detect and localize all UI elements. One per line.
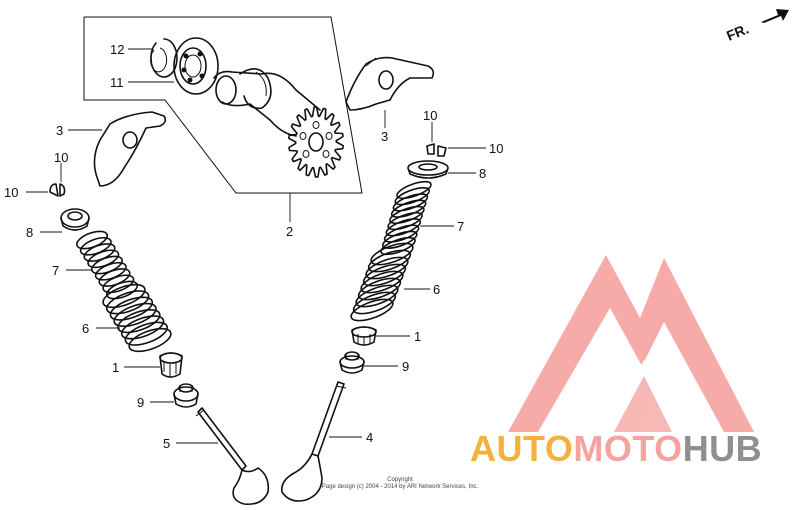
- label-outer-spring-right-6: 6: [433, 282, 440, 297]
- valve-stem-seal-right-9: [339, 351, 365, 374]
- camshaft-assembly-bracket: [83, 16, 363, 222]
- label-outer-spring-left-6: 6: [82, 321, 89, 336]
- fr-arrow-icon: [761, 9, 789, 23]
- brand-moto: MOTO: [573, 428, 683, 469]
- clip-12: [150, 38, 178, 78]
- label-seal-left-9: 9: [137, 395, 144, 410]
- copyright-line-2: Page design (c) 2004 - 2014 by ARI Netwo…: [322, 484, 479, 490]
- label-seat-right-1: 1: [414, 329, 421, 344]
- brand-auto: AUTO: [470, 428, 574, 469]
- spring-seat-left-1: [159, 352, 183, 378]
- leader-lines: [26, 48, 486, 444]
- rocker-arm-right-3: [345, 56, 435, 111]
- bearing-11: [173, 37, 219, 95]
- fr-label: FR.: [724, 20, 751, 43]
- valve-stem-seal-left-9: [173, 383, 199, 408]
- spring-retainer-left-8: [60, 208, 90, 231]
- spring-retainer-right-8: [407, 160, 449, 179]
- label-bearing-11: 11: [110, 75, 124, 90]
- camshaft-2: [213, 68, 321, 137]
- label-cotter-left-10: 10: [54, 150, 68, 165]
- valve-4: [280, 381, 347, 502]
- front-direction-indicator: FR.: [724, 9, 789, 44]
- label-camshaft-2: 2: [286, 224, 293, 239]
- label-clip-12: 12: [110, 42, 124, 57]
- label-inner-spring-left-7: 7: [52, 263, 59, 278]
- outer-spring-right-6: [350, 242, 414, 322]
- valve-cotter-right-10: [426, 143, 447, 157]
- valve-5: [195, 407, 270, 506]
- label-rocker-arm-right-3: 3: [381, 129, 388, 144]
- part-number-labels: 12 11 2 3 3 10 10 10 10 8 7 6 1 9 4 8 7 …: [4, 42, 503, 451]
- rocker-arm-left-3: [93, 111, 167, 187]
- copyright-line-1: Copyright: [387, 477, 413, 483]
- inner-spring-right-7: [380, 180, 432, 256]
- label-cotter-right-10: 10: [423, 108, 437, 123]
- brand-hub: HUB: [682, 428, 763, 469]
- label-seal-right-9: 9: [402, 359, 409, 374]
- cam-sprocket: [288, 106, 344, 178]
- label-rocker-arm-left-3: 3: [56, 123, 63, 138]
- label-retainer-left-8: 8: [26, 225, 33, 240]
- spring-seat-right-1: [351, 326, 377, 346]
- label-valve-4: 4: [366, 430, 373, 445]
- automotohub-wordmark: AUTOMOTOHUB: [470, 428, 762, 470]
- label-seat-left-1: 1: [112, 360, 119, 375]
- inner-spring-left-7: [75, 230, 139, 300]
- outer-spring-left-6: [102, 283, 172, 353]
- label-inner-spring-right-7: 7: [457, 219, 464, 234]
- automotohub-logo: [508, 255, 754, 432]
- label-cotter-right-10b: 10: [489, 141, 503, 156]
- valve-cotter-left-10: [49, 183, 66, 197]
- label-retainer-right-8: 8: [479, 166, 486, 181]
- label-cotter-left-10b: 10: [4, 185, 18, 200]
- copyright-notice: Copyright Page design (c) 2004 - 2014 by…: [322, 477, 479, 490]
- label-valve-5: 5: [163, 436, 170, 451]
